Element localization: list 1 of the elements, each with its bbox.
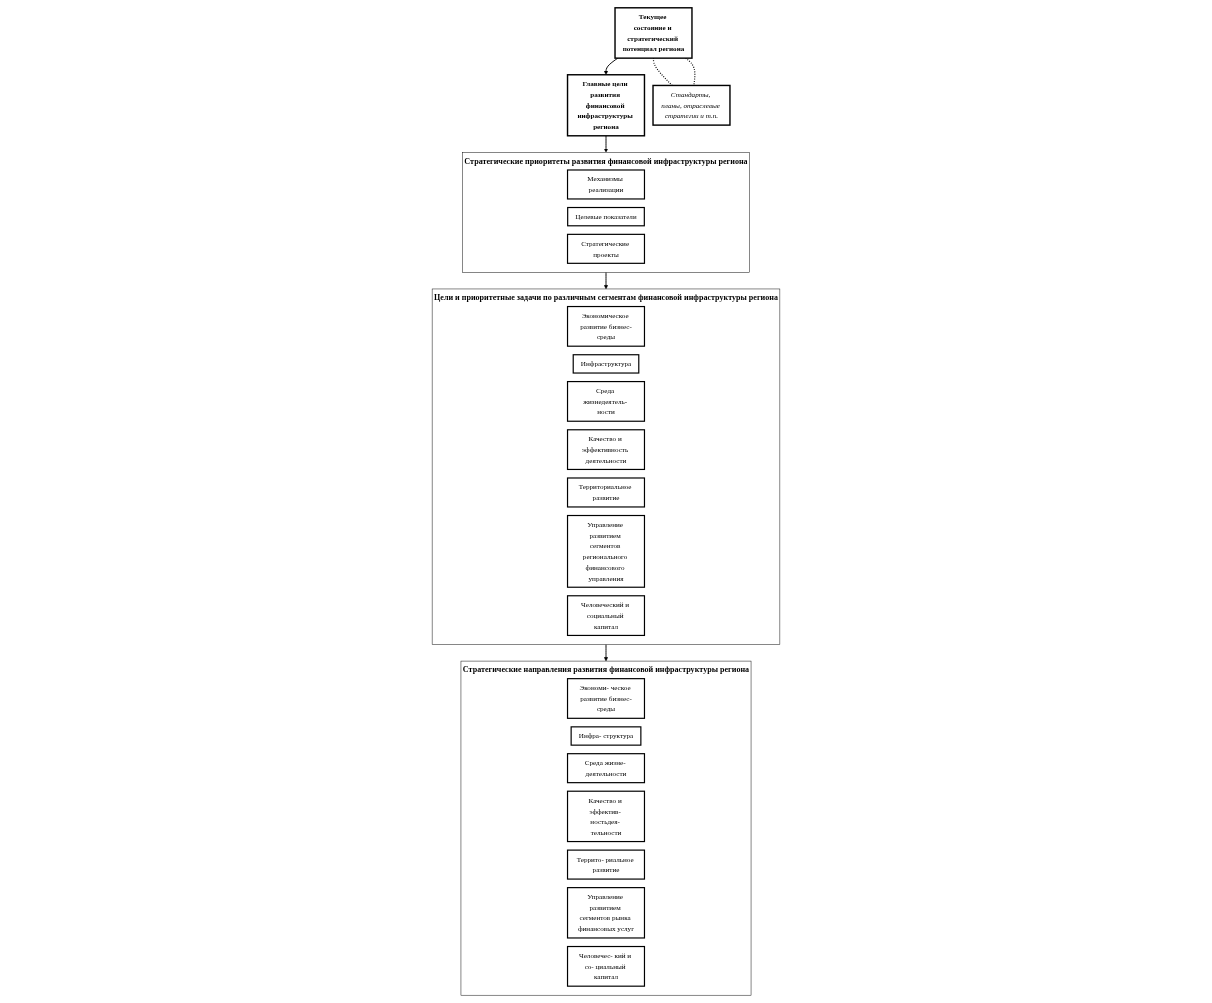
connector xyxy=(652,57,673,87)
